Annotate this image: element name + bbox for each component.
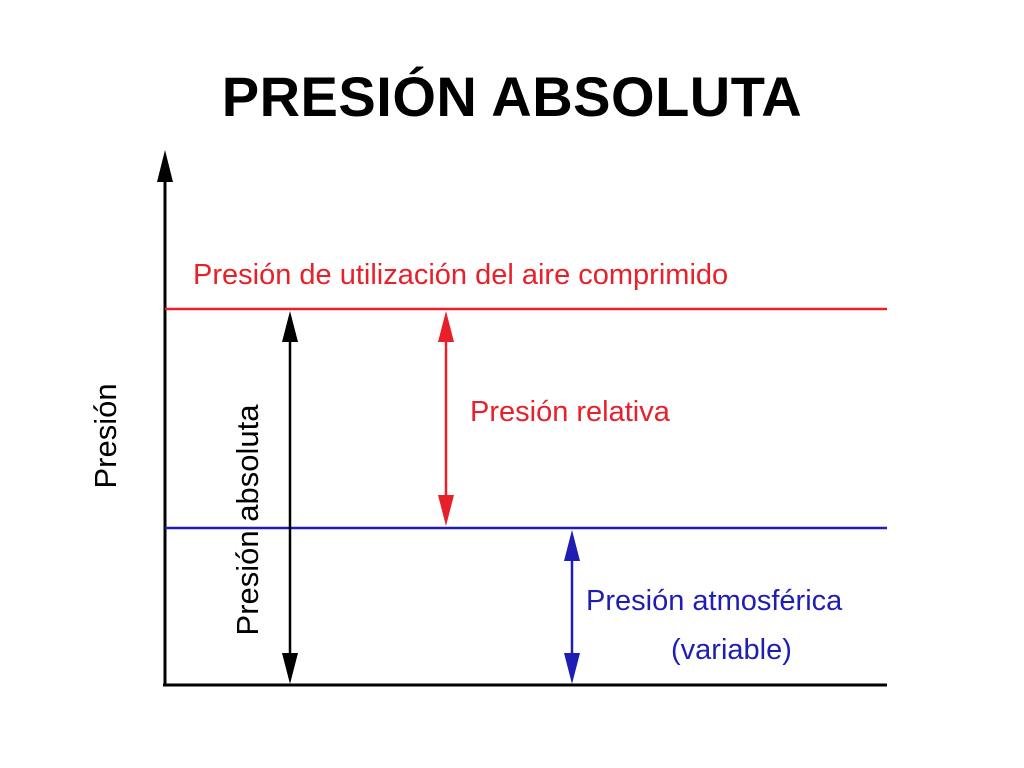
relative-pressure-arrow <box>438 311 454 526</box>
usage-pressure-label: Presión de utilización del aire comprimi… <box>193 259 728 291</box>
absolute-pressure-arrow <box>282 311 298 684</box>
atmospheric-pressure-arrow <box>564 530 580 684</box>
y-axis-label: Presión <box>88 383 123 488</box>
atmospheric-pressure-label-line2: (variable) <box>671 634 792 666</box>
relative-pressure-label: Presión relativa <box>470 396 671 428</box>
atmospheric-pressure-label-line1: Presión atmosférica <box>586 585 843 617</box>
absolute-pressure-label: Presión absoluta <box>230 404 265 636</box>
y-axis-arrowhead <box>157 150 173 182</box>
page-title: PRESIÓN ABSOLUTA <box>221 65 803 128</box>
